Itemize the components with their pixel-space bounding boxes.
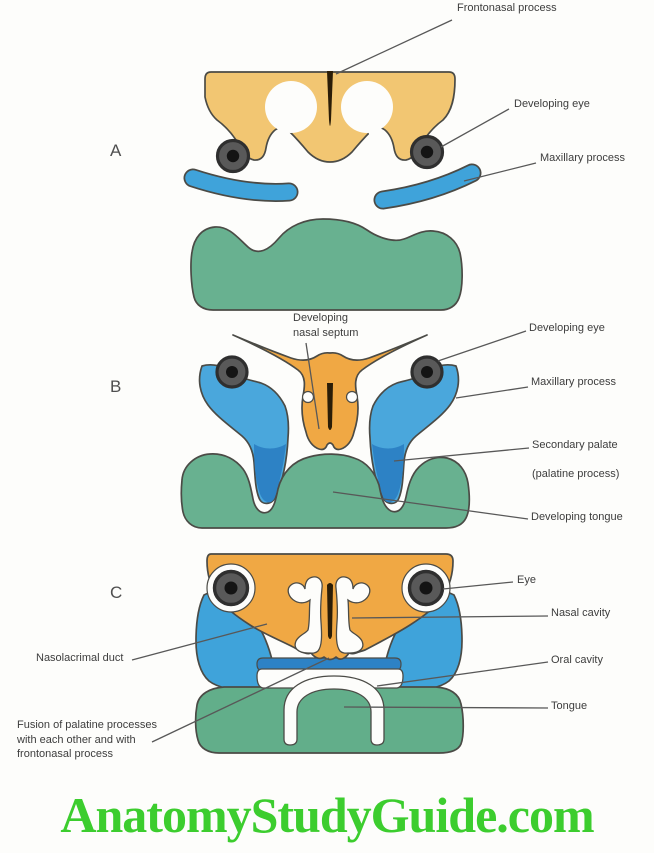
mandibular-arch-shape [190,218,463,311]
frontonasal-cleft-slit [327,71,333,126]
label-tongue-c: Tongue [551,700,588,712]
nasal-cavity-left-shape [287,576,323,654]
developing-tongue-shape [180,453,471,529]
palatine-shelf-tip-right [372,444,404,503]
panel-letter-c: C [110,583,123,602]
nasal-septum-slit-c [327,583,333,639]
label-nasolacrimal-duct: Nasolacrimal duct [36,652,124,664]
leader-line-maxillary-process-a [463,162,537,182]
label-developing-nasal-septum: Developing nasal septum [293,311,358,341]
leader-line-nasal-cavity [351,615,549,619]
eye-right-c [407,569,445,607]
leader-line-eye-c [442,581,514,590]
maxillary-process-right [375,165,480,208]
label-developing-tongue: Developing tongue [531,511,623,523]
label-frontonasal-process: Frontonasal process [457,2,557,14]
septum-cleft-slit [327,383,333,430]
developing-eye-right [409,134,445,170]
panel-letter-a: A [110,141,122,160]
panel-c [131,553,549,754]
leader-line-oral-cavity [376,661,549,687]
label-fusion-line3: frontonasal process [17,748,113,760]
label-palatine-process: (palatine process) [532,468,620,480]
label-fusion-line2: with each other and with [17,733,136,746]
label-maxillary-process-a: Maxillary process [540,152,625,164]
nasal-pit-left [265,81,317,133]
label-eye-c: Eye [517,574,536,586]
leader-line-frontonasal-process [335,19,453,75]
leader-line-developing-eye-b [437,330,527,362]
maxillary-process-left [185,170,297,201]
leader-line-developing-tongue [332,491,529,520]
leader-line-nasolacrimal-duct [131,623,268,661]
nostril-notch-left [301,390,315,404]
label-developing-nasal-septum-line1: Developing [293,312,349,324]
panel-letter-b: B [110,377,122,396]
oral-cavity-horseshoe [283,675,385,746]
label-fusion-line1: Fusion of palatine processes [17,719,158,731]
nasal-pit-channel-right [365,116,388,167]
label-maxillary-process-b: Maxillary process [531,376,616,388]
leader-line-tongue-c [343,706,549,709]
leader-line-nasal-septum [305,342,320,430]
label-fusion-of-palatine-processes: Fusion of palatine processes with each o… [17,718,157,762]
leader-line-developing-eye-a [440,108,510,148]
panel-b [180,330,530,529]
developing-eye-left-b [215,355,249,389]
watermark-anatomystudyguide: AnatomyStudyGuide.com [60,787,594,843]
eye-left-c [212,569,250,607]
nasal-cavity-right-shape [335,576,371,654]
developing-eye-left [215,138,251,174]
developing-eye-right-b [410,355,444,389]
nasal-pit-right [341,81,393,133]
nostril-notch-right [345,390,359,404]
leader-line-fusion [151,657,330,743]
leader-line-maxillary-process-b [455,386,529,399]
label-nasal-cavity: Nasal cavity [551,607,611,619]
label-developing-nasal-septum-line2: nasal septum [293,327,359,339]
label-developing-eye-a: Developing eye [514,98,590,110]
nasal-pit-channel-left [270,116,293,167]
mandible-shape [194,686,465,754]
label-oral-cavity: Oral cavity [551,654,603,666]
label-secondary-palate: Secondary palate [532,439,618,451]
label-developing-eye-b: Developing eye [529,322,605,334]
palatine-shelf-tip-left [254,444,286,503]
panel-a [183,19,537,311]
leader-line-secondary-palate [393,447,530,462]
